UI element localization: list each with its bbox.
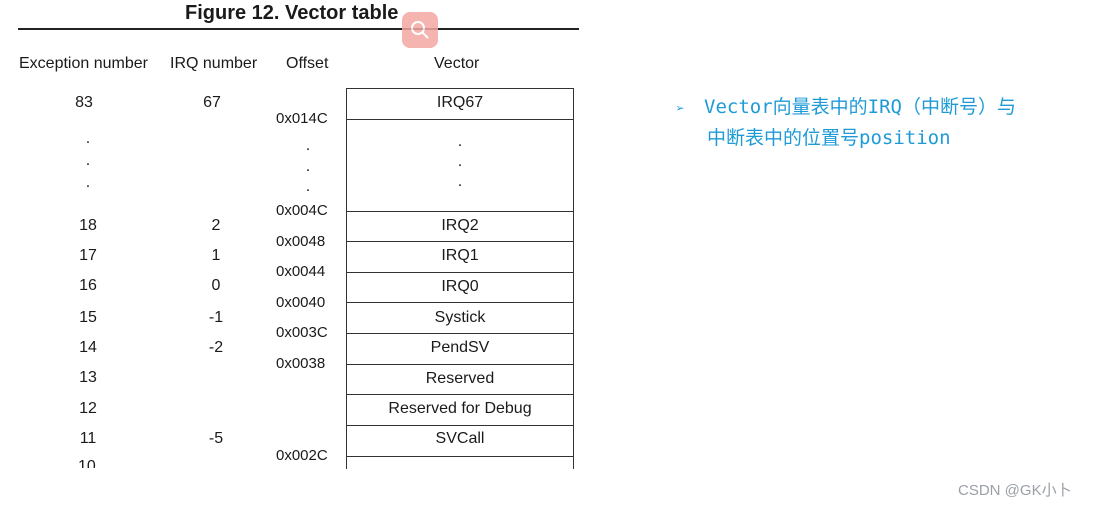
row-divider	[347, 119, 573, 120]
ellipsis-dot: .	[85, 174, 91, 191]
watermark: CSDN @GK小卜	[958, 482, 1072, 499]
header-vector: Vector	[434, 55, 480, 72]
exception-number: 12	[79, 400, 97, 417]
exception-number: 13	[79, 369, 97, 386]
offset-value: 0x0048	[276, 233, 326, 250]
ellipsis-dot: .	[305, 137, 311, 154]
annotation-note: ➢ Vector向量表中的IRQ（中断号）与 中断表中的位置号position	[676, 93, 1016, 153]
irq-number: -1	[208, 309, 224, 326]
row-divider	[347, 333, 573, 334]
vector-entry: Reserved	[425, 370, 495, 387]
row-divider	[347, 302, 573, 303]
vector-entry: Systick	[434, 309, 486, 326]
row-divider	[347, 211, 573, 212]
vector-entry: IRQ67	[436, 94, 484, 111]
irq-number: 1	[211, 247, 221, 264]
note-line-1: ➢ Vector向量表中的IRQ（中断号）与	[676, 93, 1016, 124]
row-divider	[347, 425, 573, 426]
exception-number: 15	[79, 309, 97, 326]
cut-off-exception-number: 10	[78, 458, 96, 468]
ellipsis-dot: .	[457, 173, 463, 190]
row-divider	[347, 364, 573, 365]
vector-entry: Reserved for Debug	[388, 400, 532, 417]
vector-entry: SVCall	[435, 430, 485, 447]
exception-number: 18	[79, 217, 97, 234]
bullet-arrow-icon: ➢	[676, 101, 685, 117]
exception-number: 17	[79, 247, 97, 264]
irq-number: 0	[211, 277, 221, 294]
irq-number: 67	[203, 94, 221, 111]
row-divider	[347, 394, 573, 395]
irq-number: -5	[208, 430, 224, 447]
exception-number: 16	[79, 277, 97, 294]
row-divider	[347, 272, 573, 273]
exception-number: 11	[79, 430, 97, 447]
note-text-1: Vector向量表中的IRQ（中断号）与	[704, 96, 1016, 118]
offset-value: 0x014C	[276, 110, 328, 127]
ellipsis-dot: .	[457, 153, 463, 170]
offset-value: 0x0044	[276, 263, 326, 280]
note-text-2: 中断表中的位置号position	[707, 127, 951, 149]
exception-number: 14	[79, 339, 97, 356]
vector-entry: IRQ0	[441, 278, 479, 295]
row-divider	[347, 241, 573, 242]
figure-title: Figure 12. Vector table	[185, 2, 399, 24]
vector-entry: IRQ1	[441, 247, 479, 264]
ellipsis-dot: .	[85, 152, 91, 169]
offset-value: 0x004C	[276, 202, 328, 219]
ellipsis-dot: .	[305, 178, 311, 195]
offset-value: 0x0040	[276, 294, 326, 311]
header-offset: Offset	[286, 55, 329, 72]
ellipsis-dot: .	[85, 130, 91, 147]
irq-number: -2	[208, 339, 224, 356]
search-icon	[411, 21, 429, 39]
header-exception-number: Exception number	[19, 55, 148, 72]
header-irq-number: IRQ number	[170, 55, 258, 72]
vector-table: IRQ67 . . . IRQ2 IRQ1 IRQ0 Systick PendS…	[346, 88, 574, 469]
title-divider	[18, 28, 579, 30]
search-badge[interactable]	[402, 12, 438, 48]
vector-entry: PendSV	[430, 339, 490, 356]
exception-number: 83	[75, 94, 93, 111]
ellipsis-dot: .	[457, 133, 463, 150]
offset-value: 0x0038	[276, 355, 326, 372]
row-divider	[347, 456, 573, 457]
offset-value: 0x003C	[276, 324, 328, 341]
offset-value: 0x002C	[276, 447, 328, 464]
vector-entry: IRQ2	[441, 217, 479, 234]
irq-number: 2	[211, 217, 221, 234]
ellipsis-dot: .	[305, 158, 311, 175]
